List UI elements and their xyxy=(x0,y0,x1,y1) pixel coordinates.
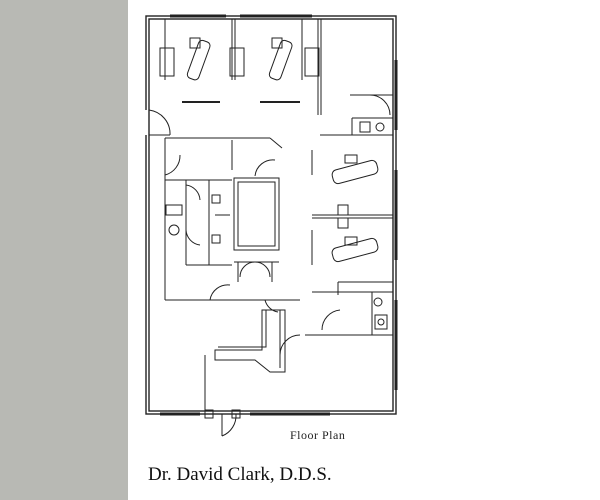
restroom-top-right xyxy=(320,94,393,136)
floor-plan-drawing xyxy=(128,0,600,500)
operatory-rooms-right xyxy=(311,150,393,295)
operatory-rooms-top xyxy=(159,19,322,115)
reception-area xyxy=(165,284,301,414)
floor-plan-caption: Floor Plan xyxy=(290,428,346,442)
sidebar-panel xyxy=(0,0,128,500)
left-door xyxy=(148,109,171,136)
page-title: Dr. David Clark, D.D.S. xyxy=(148,464,332,485)
exterior-walls xyxy=(144,14,398,416)
central-walls xyxy=(164,137,283,300)
restroom-left xyxy=(165,179,232,266)
restroom-bottom-right xyxy=(305,291,393,336)
front-entrance xyxy=(204,409,241,437)
